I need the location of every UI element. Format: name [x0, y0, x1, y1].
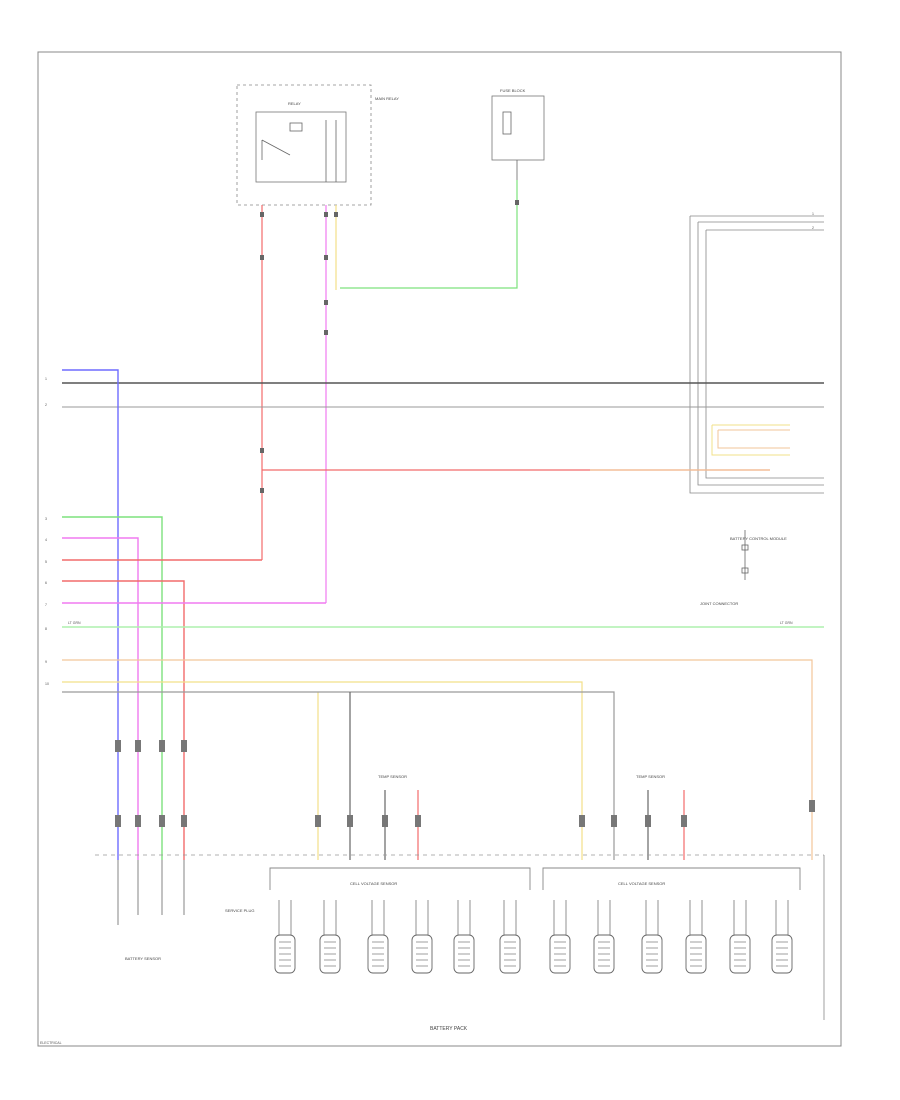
relay-label: RELAY — [288, 101, 301, 106]
cell-group-a: CELL VOLTAGE SENSOR — [350, 881, 397, 886]
left-sensor-label: BATTERY SENSOR — [125, 956, 161, 961]
battery-cell — [499, 900, 521, 974]
left-sensor: BATTERY SENSOR — [117, 860, 185, 961]
fuse-block: FUSE BLOCK — [491, 88, 545, 180]
lt-grn-left: LT GRN — [68, 621, 81, 625]
footer-label: ELECTRICAL — [40, 1041, 62, 1045]
battery-cell — [593, 900, 615, 974]
svg-text:1: 1 — [812, 212, 814, 216]
temp-sensor-b-label: TEMP SENSOR — [636, 774, 665, 779]
temp-sensor-b: TEMP SENSOR — [636, 774, 685, 860]
battery-cell — [319, 900, 341, 974]
svg-text:9: 9 — [45, 660, 47, 664]
main-relay: RELAY MAIN RELAY — [236, 84, 399, 206]
battery-cell — [274, 900, 296, 974]
svg-text:2: 2 — [812, 226, 814, 230]
battery-cell — [771, 900, 793, 974]
battery-cell — [549, 900, 571, 974]
lt-grn-right: LT GRN — [780, 621, 793, 625]
left-block-label: SERVICE PLUG — [225, 908, 255, 913]
diagram-frame — [37, 51, 842, 1047]
right-module-label: BATTERY CONTROL MODULE — [730, 536, 787, 541]
svg-text:2: 2 — [45, 403, 47, 407]
battery-cell — [367, 900, 389, 974]
svg-text:7: 7 — [45, 603, 47, 607]
svg-text:5: 5 — [45, 560, 47, 564]
battery-pack-label: BATTERY PACK — [430, 1026, 468, 1032]
svg-text:8: 8 — [45, 627, 47, 631]
right-conn-label: JOINT CONNECTOR — [700, 601, 738, 606]
svg-text:3: 3 — [45, 517, 47, 521]
svg-text:6: 6 — [45, 581, 47, 585]
battery-cell — [729, 900, 751, 974]
battery-cell — [685, 900, 707, 974]
fuse-block-title: FUSE BLOCK — [500, 88, 526, 93]
cell-group-b: CELL VOLTAGE SENSOR — [618, 881, 665, 886]
svg-text:10: 10 — [45, 682, 49, 686]
battery-cell — [411, 900, 433, 974]
relay-title: MAIN RELAY — [375, 96, 399, 101]
battery-cell — [453, 900, 475, 974]
svg-text:1: 1 — [45, 377, 47, 381]
battery-cells — [274, 900, 793, 974]
svg-text:4: 4 — [45, 538, 47, 542]
battery-control-module: 1 2 BATTERY CONTROL MODULE JOINT CONNECT… — [689, 212, 824, 606]
battery-cell — [641, 900, 663, 974]
temp-sensor-a-label: TEMP SENSOR — [378, 774, 407, 779]
